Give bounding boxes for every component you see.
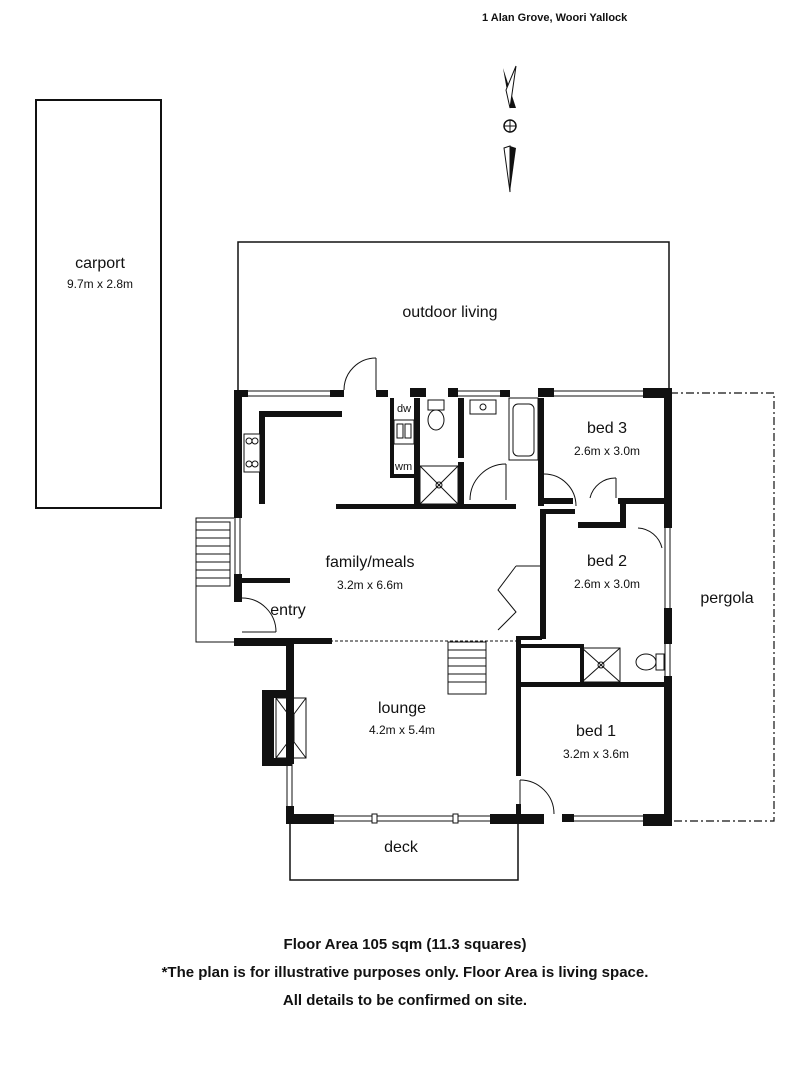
laundry-fixtures [393,419,415,445]
exterior-walls [234,388,672,826]
lounge-dims: 4.2m x 5.4m [369,723,435,737]
kitchen-bench [243,411,342,504]
bed2-dims: 2.6m x 3.0m [574,577,640,591]
carport-dims: 9.7m x 2.8m [67,277,133,291]
bed1-dims: 3.2m x 3.6m [563,747,629,761]
confirm-note: All details to be confirmed on site. [282,992,528,1009]
outdoor-living-outline [237,241,670,392]
address: 1 Alan Grove, Woori Yallock [482,12,628,24]
family-label: family/meals [326,554,415,571]
bed3-dims: 2.6m x 3.0m [574,444,640,458]
rear-door [343,357,377,391]
entry-stairs [195,517,234,643]
bed1-label: bed 1 [576,723,616,740]
carport-outline [35,99,162,509]
lounge-stairs [447,641,487,695]
deck-outline [289,822,519,881]
north-arrow-icon [503,65,517,193]
deck-label: deck [384,839,419,856]
floor-area-note: Floor Area 105 sqm (11.3 squares) [283,936,527,953]
pergola-outline [670,392,775,822]
washing-machine-label: wm [394,461,412,473]
bathroom-fixtures [241,397,665,815]
lounge-label: lounge [378,700,426,717]
dishwasher-label: dw [397,403,411,415]
disclaimer-note: *The plan is for illustrative purposes o… [161,964,649,981]
carport-label: carport [75,255,125,272]
fireplace-icon [275,697,307,759]
windows [234,390,671,824]
outdoor-living-label: outdoor living [402,304,497,321]
interior-walls [242,398,666,822]
family-dims: 3.2m x 6.6m [337,578,403,592]
entry-label: entry [270,602,306,619]
bed3-label: bed 3 [587,420,627,437]
bed2-label: bed 2 [587,553,627,570]
pergola-label: pergola [700,590,753,607]
